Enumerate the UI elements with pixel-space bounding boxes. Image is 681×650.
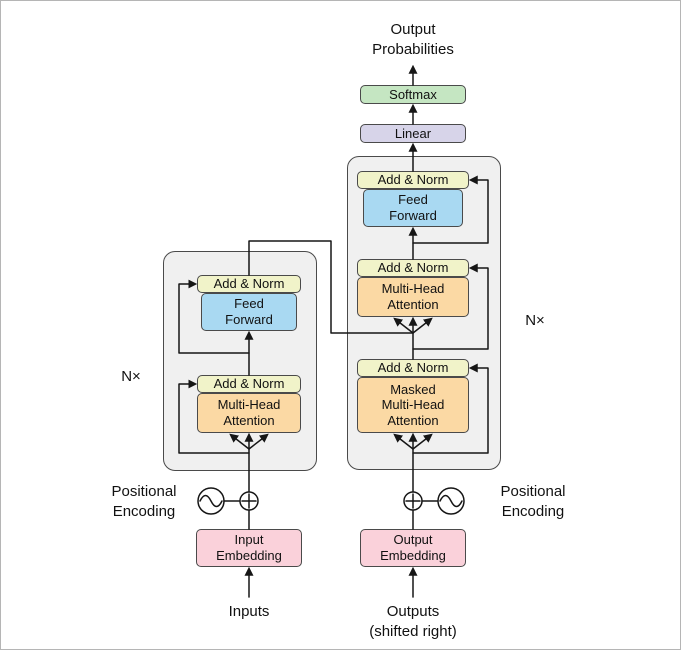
encoder-repeat-count-label: N× [121, 368, 141, 386]
decoder-feed-forward-box: Feed Forward [363, 189, 463, 227]
encoder-add-norm-top-box: Add & Norm [197, 275, 301, 293]
output-embedding-box: Output Embedding [360, 529, 466, 567]
sine-wave-icon-right [437, 487, 465, 515]
decoder-repeat-count-label: N× [525, 312, 545, 330]
decoder-add-norm-bottom-box: Add & Norm [357, 359, 469, 377]
encoder-multi-head-attention-box: Multi-Head Attention [197, 393, 301, 433]
outputs-label: Outputs (shifted right) [369, 603, 457, 640]
positional-encoding-right-label: Positional Encoding [500, 483, 566, 520]
output-probabilities-label: Output Probabilities [372, 21, 454, 58]
encoder-feed-forward-box: Feed Forward [201, 293, 297, 331]
encoder-add-norm-bottom-box: Add & Norm [197, 375, 301, 393]
decoder-multi-head-attention-box: Multi-Head Attention [357, 277, 469, 317]
softmax-box: Softmax [360, 85, 466, 104]
positional-encoding-left-label: Positional Encoding [111, 483, 177, 520]
linear-box: Linear [360, 124, 466, 143]
decoder-add-norm-middle-box: Add & Norm [357, 259, 469, 277]
inputs-label: Inputs [228, 603, 270, 621]
sine-wave-icon-left [197, 487, 225, 515]
plus-circle-icon-left [239, 491, 259, 511]
decoder-add-norm-top-box: Add & Norm [357, 171, 469, 189]
input-embedding-box: Input Embedding [196, 529, 302, 567]
plus-circle-icon-right [403, 491, 423, 511]
decoder-masked-multi-head-attention-box: Masked Multi-Head Attention [357, 377, 469, 433]
